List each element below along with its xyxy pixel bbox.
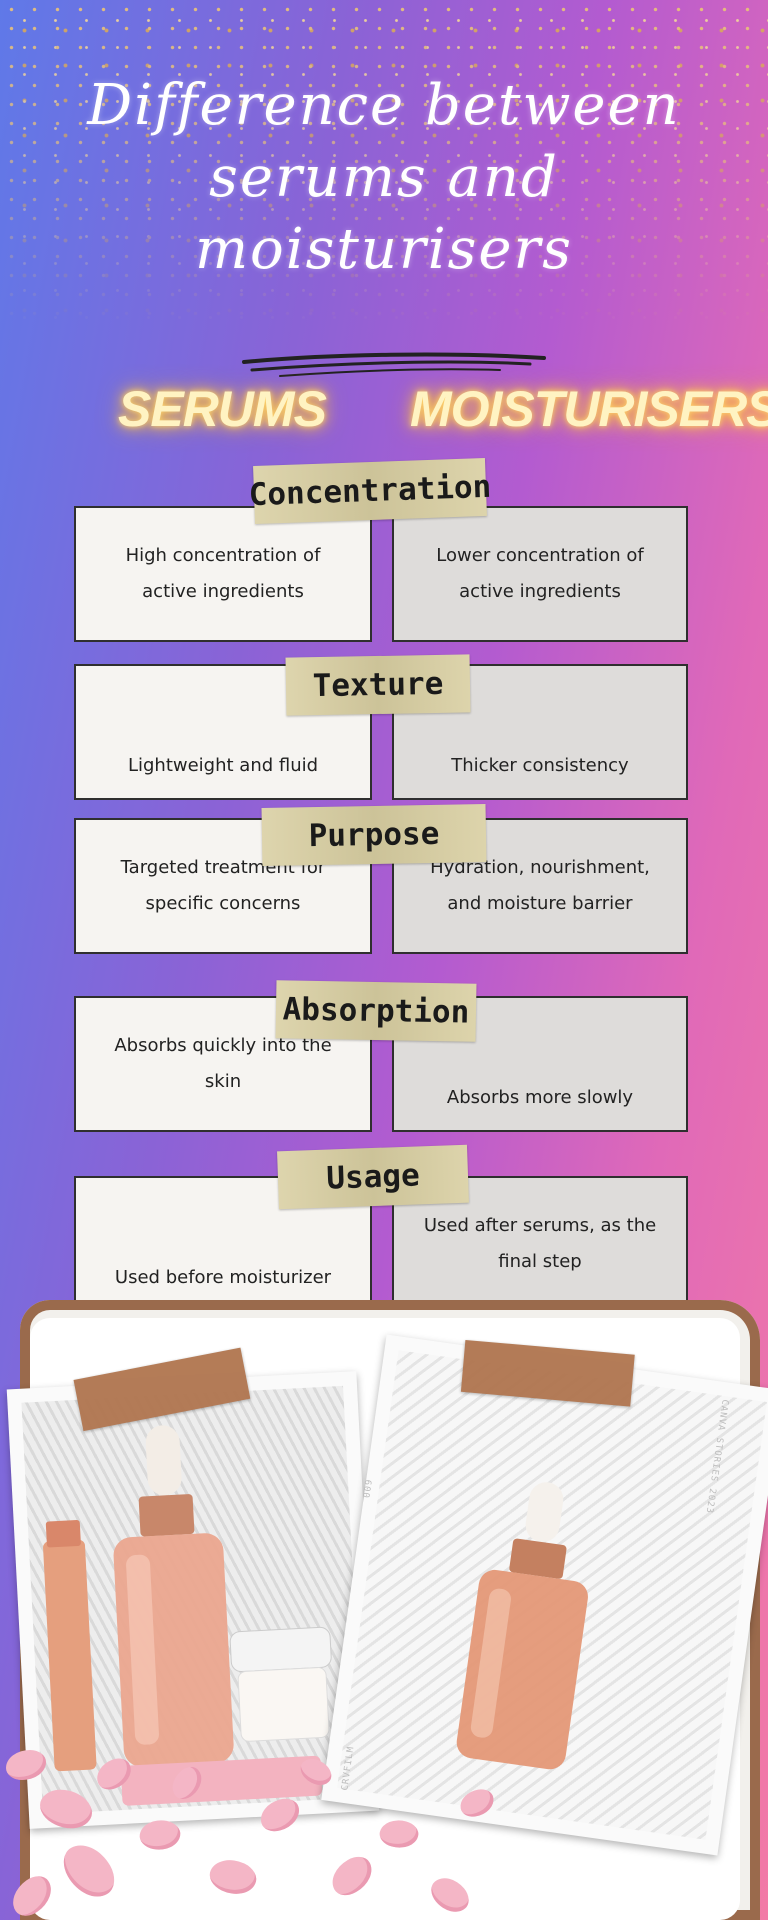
moisturisers-heading: MOISTURISERS (410, 381, 768, 437)
purpose-label: Purpose (261, 804, 487, 866)
products-illustration (43, 1425, 332, 1806)
photo-1-image (21, 1385, 365, 1815)
usage-serum-text: Used before moisturizer (114, 1267, 332, 1288)
serum-products-photo (6, 1347, 380, 1829)
title-line-1: Difference between (87, 73, 681, 138)
title-line-3: moisturisers (194, 217, 574, 282)
purpose-moisturiser-text: Hydration, nourishment, and moisture bar… (430, 857, 650, 914)
photo-watermark-2: 009 (362, 1478, 375, 1499)
concentration-serum-text: High concentration of active ingredients (125, 545, 321, 602)
serums-heading: SERUMS (118, 381, 327, 437)
concentration-label: Concentration (248, 457, 492, 525)
photo-2-image (337, 1350, 767, 1840)
usage-label: Usage (277, 1144, 469, 1210)
bottle-illustration (456, 1482, 588, 1770)
texture-label: Texture (285, 654, 471, 716)
page-title: Difference between serums and moisturise… (0, 70, 768, 286)
texture-moisturiser-text: Thicker consistency (451, 755, 629, 776)
underline-swoosh (242, 352, 546, 377)
absorption-label: Absorption (275, 980, 477, 1042)
texture-serum-text: Lightweight and fluid (127, 755, 319, 776)
concentration-moisturiser-box: Lower concentration of active ingredient… (392, 506, 688, 642)
title-line-2: serums and (209, 145, 559, 210)
absorption-moisturiser-text: Absorbs more slowly (446, 1087, 634, 1108)
concentration-moisturiser-text: Lower concentration of active ingredient… (436, 545, 644, 602)
serum-bottle-photo: CANVA STORIES 2023 009 CRVFILM (321, 1334, 768, 1856)
usage-moisturiser-text: Used after serums, as the final step (423, 1215, 657, 1272)
absorption-serum-text: Absorbs quickly into the skin (114, 1035, 332, 1092)
concentration-serum-box: High concentration of active ingredients (74, 506, 372, 642)
usage-moisturiser-box: Used after serums, as the final step (392, 1176, 688, 1312)
